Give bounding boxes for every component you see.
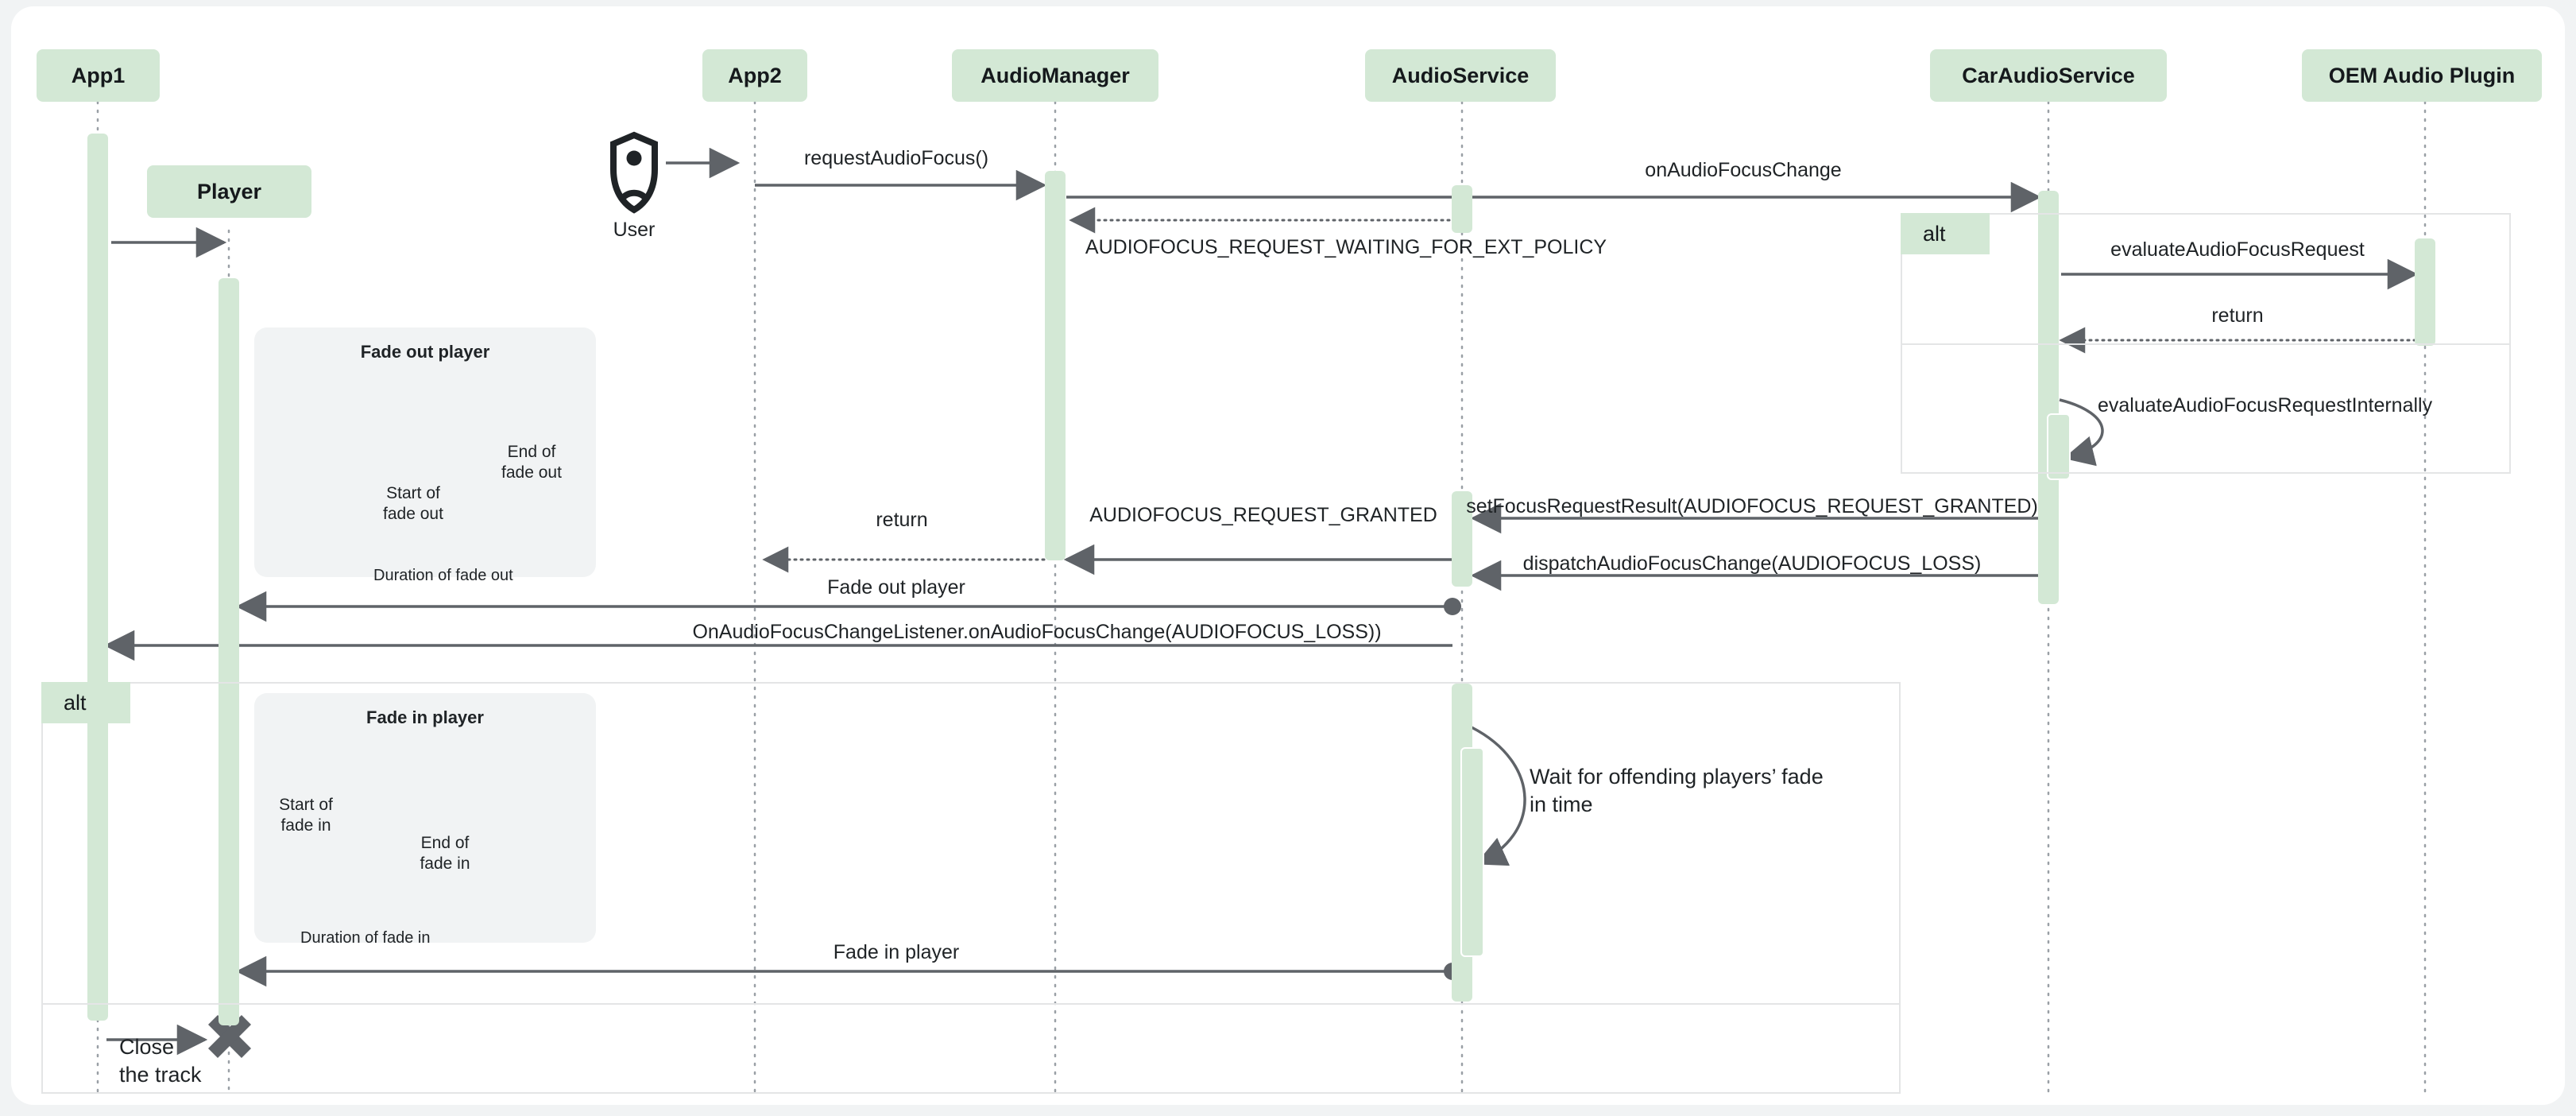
label-evaluate-internally: evaluateAudioFocusRequestInternally xyxy=(2098,394,2433,417)
participant-audioservice[interactable]: AudioService xyxy=(1365,49,1556,102)
fragment-alt-right-label: alt xyxy=(1923,221,1946,246)
participant-player[interactable]: Player xyxy=(147,165,311,218)
label-fade-out-player: Fade out player xyxy=(827,576,965,599)
activation-caraudioservice-nested xyxy=(2047,413,2071,480)
fragment-alt-left xyxy=(41,682,1901,1094)
activation-player xyxy=(219,278,239,1025)
actor-user-label: User xyxy=(613,219,656,241)
label-am-return: return xyxy=(876,509,928,531)
label-fade-in-player: Fade in player xyxy=(833,941,960,963)
label-setfocusrequestresult: setFocusRequestResult(AUDIOFOCUS_REQUEST… xyxy=(1466,495,2038,517)
activation-audioservice-nested xyxy=(1460,747,1484,957)
activation-app1 xyxy=(87,134,108,1021)
label-onaudiofocuschange: onAudioFocusChange xyxy=(1645,159,1842,181)
activation-audioservice-2 xyxy=(1452,491,1472,587)
label-close-the-track: Close the track xyxy=(119,1035,202,1087)
fragment-alt-right-tag: alt xyxy=(1901,213,1990,254)
fade-out-chart xyxy=(254,327,596,577)
label-onaudiofocuschangelistener: OnAudioFocusChangeListener.onAudioFocusC… xyxy=(692,621,1382,643)
label-audiofocus-request-granted: AUDIOFOCUS_REQUEST_GRANTED xyxy=(1089,504,1437,526)
participant-oem-audio-plugin[interactable]: OEM Audio Plugin xyxy=(2302,49,2542,102)
participant-audiomanager[interactable]: AudioManager xyxy=(952,49,1158,102)
fade-in-end-annotation: End of fade in xyxy=(420,834,470,874)
fade-out-start-annotation: Start of fade out xyxy=(383,484,443,524)
label-oem-return: return xyxy=(2211,304,2264,327)
label-dispatchaudiofocuschange: dispatchAudioFocusChange(AUDIOFOCUS_LOSS… xyxy=(1522,552,1982,575)
fade-out-chart-title: Fade out player xyxy=(360,342,490,362)
fade-out-end-annotation: End of fade out xyxy=(501,443,562,482)
label-evaluateaudiofocusrequest: evaluateAudioFocusRequest xyxy=(2110,238,2365,261)
participant-app1[interactable]: App1 xyxy=(37,49,160,102)
fade-in-chart xyxy=(254,693,596,943)
activation-caraudioservice xyxy=(2038,191,2059,604)
fragment-alt-left-divider xyxy=(41,1003,1901,1005)
fragment-alt-left-tag: alt xyxy=(41,682,130,723)
fade-in-start-annotation: Start of fade in xyxy=(279,796,333,835)
activation-audioservice-1 xyxy=(1452,185,1472,233)
label-waiting-for-ext-policy: AUDIOFOCUS_REQUEST_WAITING_FOR_EXT_POLIC… xyxy=(1085,236,1607,258)
activation-audiomanager xyxy=(1045,171,1066,560)
participant-app2[interactable]: App2 xyxy=(702,49,807,102)
label-wait-fade-in-time: Wait for offending players’ fade in time xyxy=(1530,765,1824,817)
fragment-alt-left-label: alt xyxy=(64,690,87,715)
participant-caraudioservice[interactable]: CarAudioService xyxy=(1930,49,2167,102)
activation-oem xyxy=(2415,238,2435,346)
label-requestaudiofocus: requestAudioFocus() xyxy=(803,147,989,169)
fade-out-duration-annotation: Duration of fade out xyxy=(373,567,513,584)
fade-in-duration-annotation: Duration of fade in xyxy=(300,929,431,947)
fragment-alt-right-divider xyxy=(1901,343,2511,345)
fade-in-chart-title: Fade in player xyxy=(366,707,484,727)
